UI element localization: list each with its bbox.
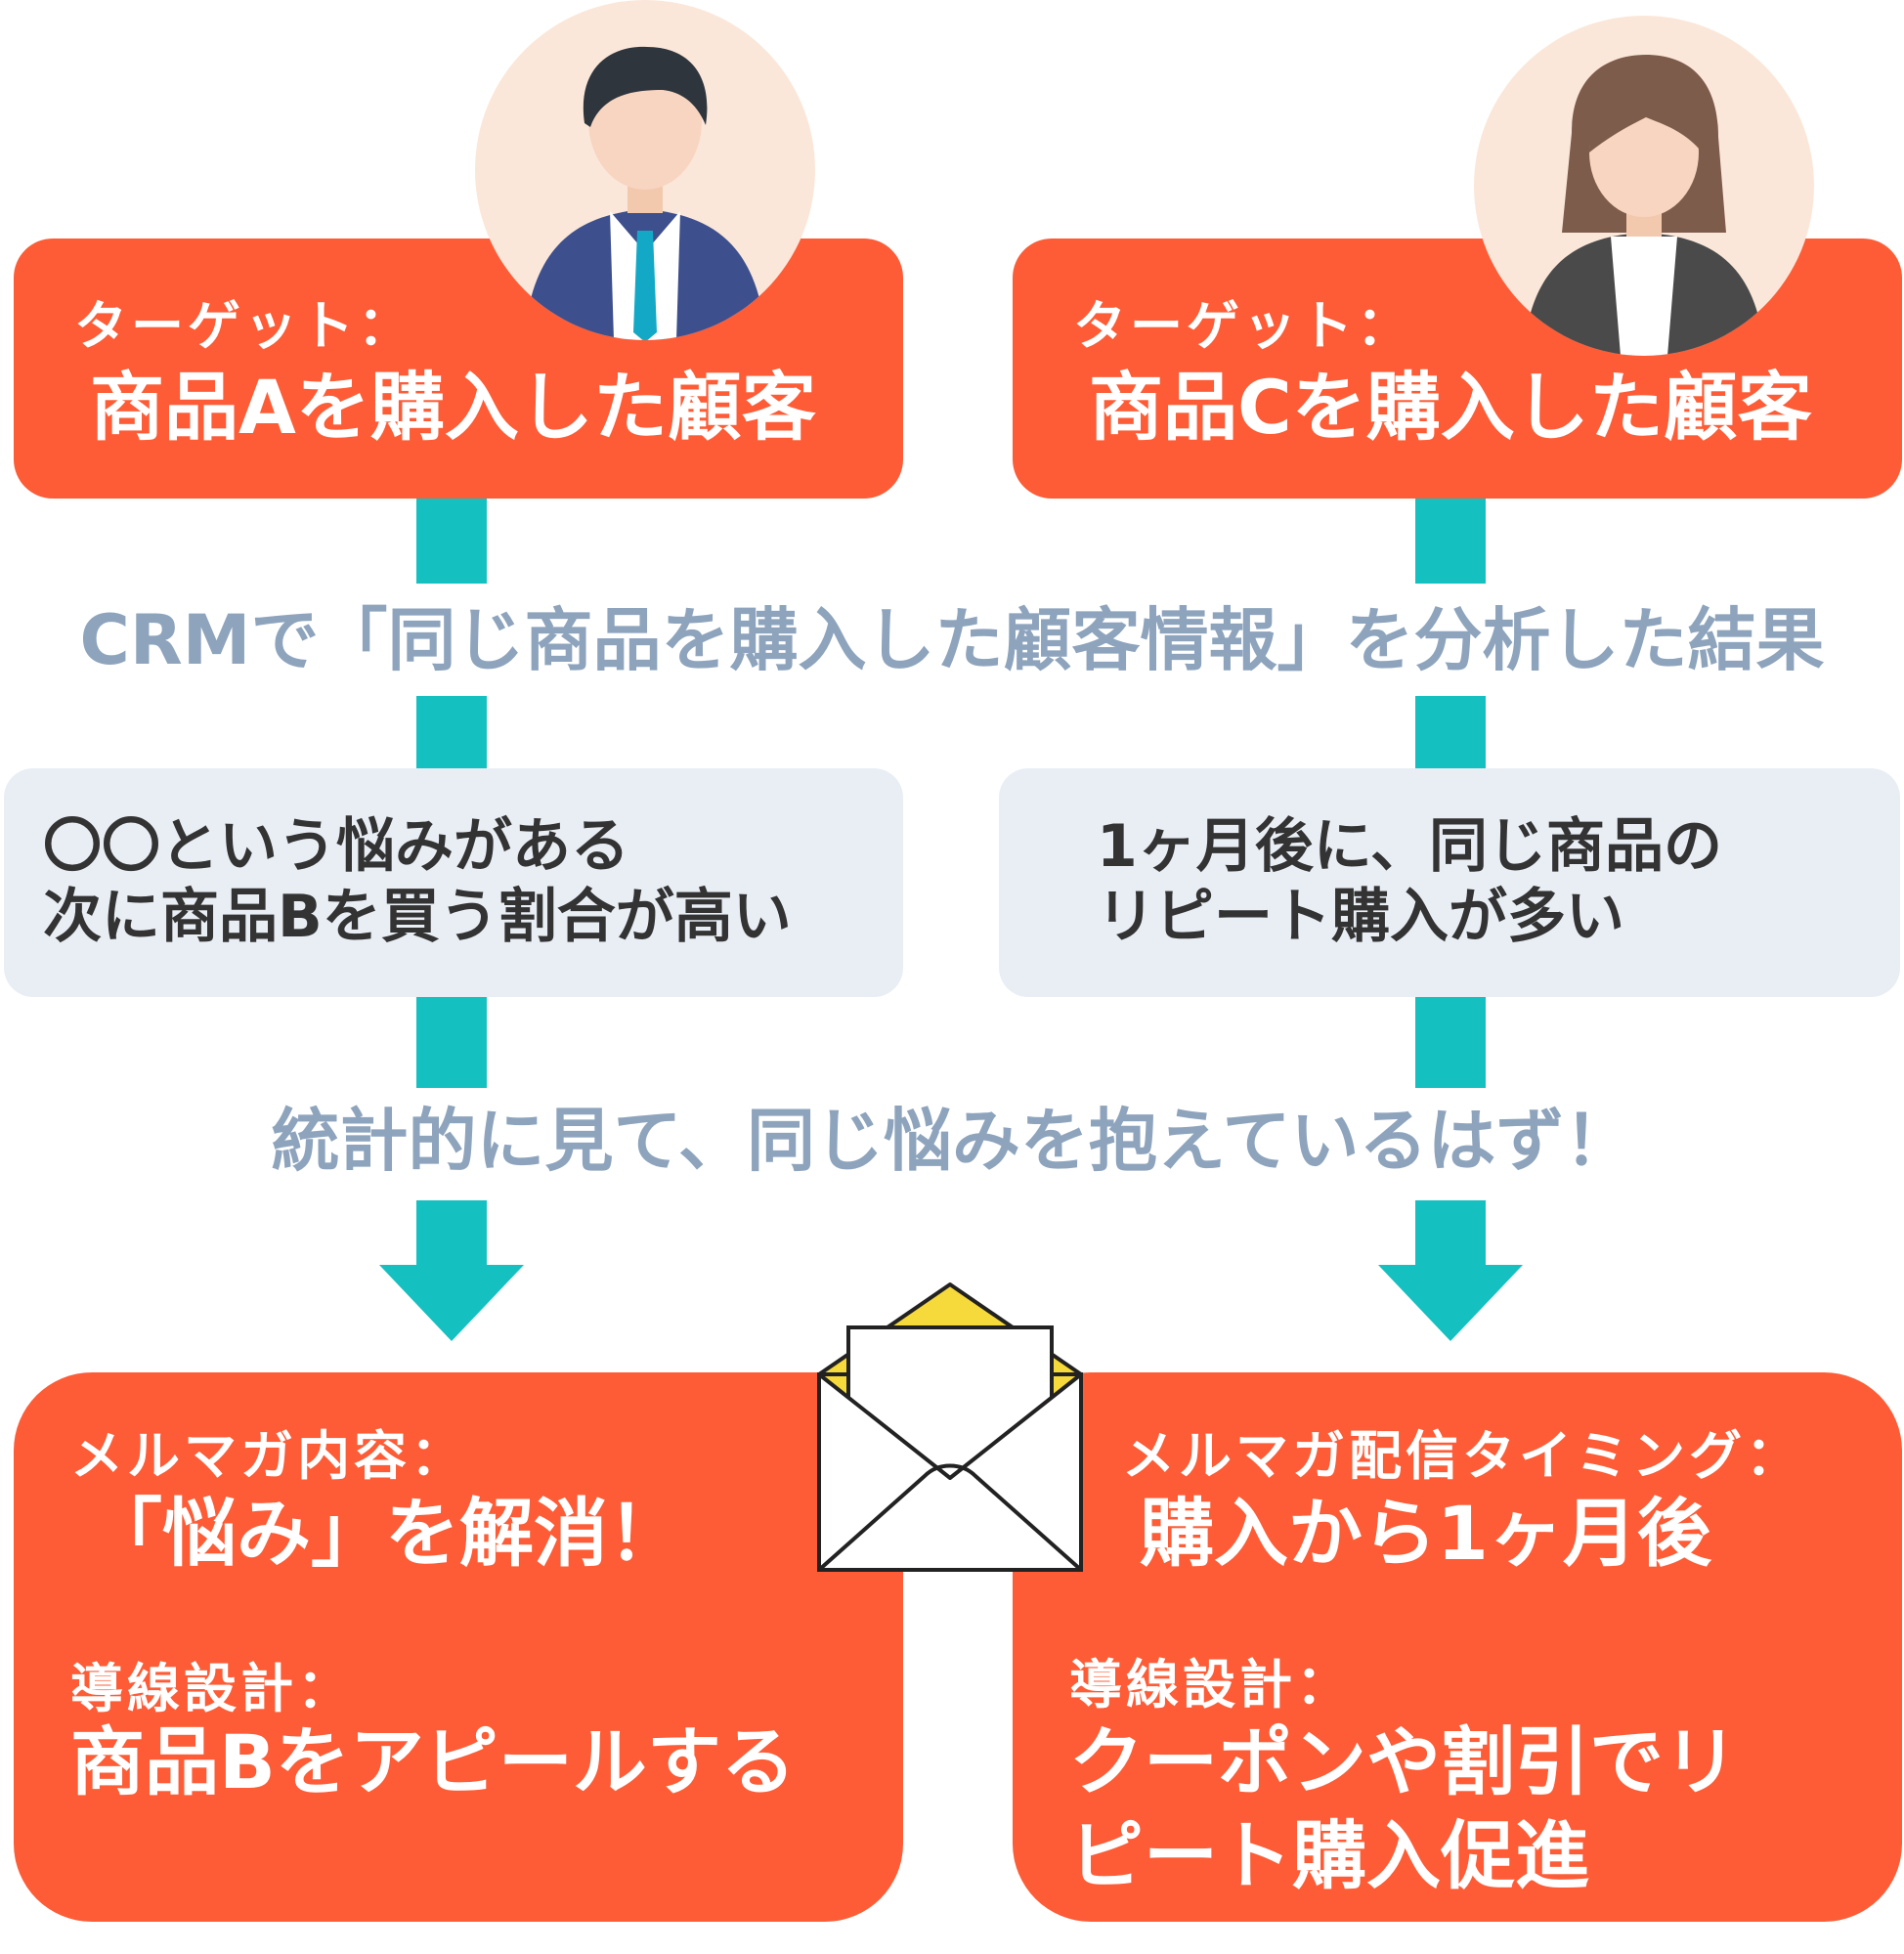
left-avatar xyxy=(475,0,815,340)
left-target-value: 商品Aを購入した顧客 xyxy=(90,364,816,451)
left-result-box: メルマガ内容： 「悩み」を解消！ 導線設計： 商品Bをアピールする xyxy=(14,1372,903,1922)
businesswoman-avatar-icon xyxy=(1523,55,1765,356)
right-down-arrow-icon xyxy=(1378,1265,1523,1341)
left-target-label: ターゲット： xyxy=(74,295,414,357)
right-connector-2 xyxy=(1415,696,1486,770)
right-timing-label: メルマガ配信タイミング： xyxy=(1122,1425,1802,1487)
right-target-value: 商品Cを購入した顧客 xyxy=(1089,364,1812,451)
right-timing-value: 購入から1ヶ月後 xyxy=(1140,1490,1711,1577)
left-finding-line1: 〇〇という悩みがある xyxy=(43,812,629,881)
right-flow-value-line1: クーポンや割引でリ xyxy=(1069,1718,1738,1805)
right-flow-label: 導線設計： xyxy=(1069,1654,1353,1715)
right-avatar xyxy=(1474,16,1814,356)
right-connector-4 xyxy=(1415,1200,1486,1267)
open-envelope-icon xyxy=(817,1282,1083,1572)
right-result-box: メルマガ配信タイミング： 購入から1ヶ月後 導線設計： クーポンや割引でリ ピー… xyxy=(1013,1372,1902,1922)
left-content-label: メルマガ内容： xyxy=(70,1425,467,1487)
left-connector-2 xyxy=(416,696,487,770)
right-finding-box: 1ヶ月後に、同じ商品の リピート購入が多い xyxy=(999,768,1900,997)
left-flow-value: 商品Bをアピールする xyxy=(70,1718,796,1805)
right-finding-line2: リピート購入が多い xyxy=(1097,883,1624,951)
businessman-avatar-icon xyxy=(524,46,766,340)
left-connector-3 xyxy=(416,995,487,1088)
right-connector-1 xyxy=(1415,494,1486,584)
left-connector-4 xyxy=(416,1200,487,1267)
right-connector-3 xyxy=(1415,995,1486,1088)
right-target-label: ターゲット： xyxy=(1073,295,1413,357)
left-finding-box: 〇〇という悩みがある 次に商品Bを買う割合が高い xyxy=(4,768,903,997)
analysis-caption: CRMで「同じ商品を購入した顧客情報」を分析した結果 xyxy=(79,600,1825,680)
left-connector-1 xyxy=(416,494,487,584)
left-finding-line2: 次に商品Bを買う割合が高い xyxy=(43,883,792,951)
right-finding-line1: 1ヶ月後に、同じ商品の xyxy=(1097,812,1722,881)
left-content-value: 「悩み」を解消！ xyxy=(88,1490,682,1577)
statistical-caption: 統計的に見て、同じ悩みを抱えているはず！ xyxy=(271,1101,1633,1181)
left-flow-label: 導線設計： xyxy=(70,1658,354,1719)
left-down-arrow-icon xyxy=(379,1265,524,1341)
right-flow-value-line2: ピート購入促進 xyxy=(1069,1812,1589,1899)
